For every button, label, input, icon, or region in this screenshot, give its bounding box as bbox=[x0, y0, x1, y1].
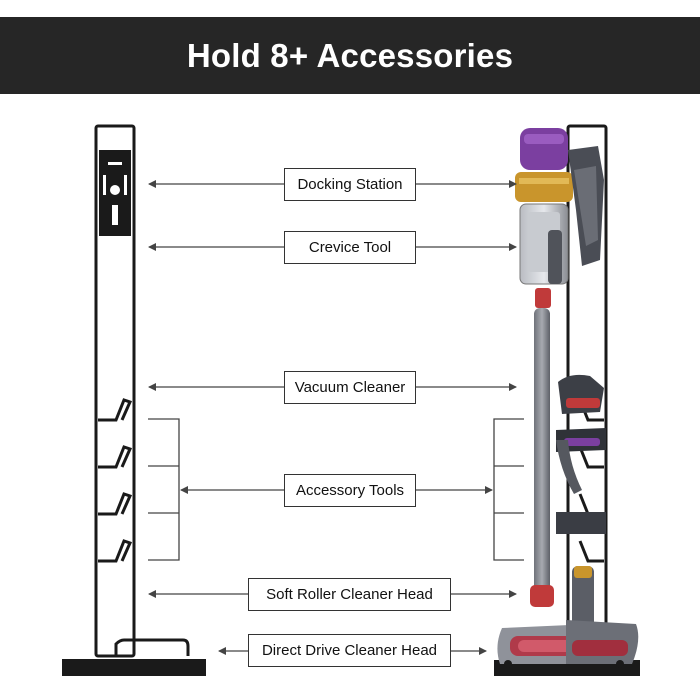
callout-soft-roller-cleaner-head: Soft Roller Cleaner Head bbox=[248, 578, 451, 611]
cleaner-heads bbox=[497, 620, 639, 668]
bracket-left bbox=[148, 418, 180, 561]
right-accessories bbox=[556, 374, 606, 630]
right-hook-3 bbox=[578, 493, 604, 516]
callout-crevice-tool: Crevice Tool bbox=[284, 231, 416, 264]
bracket-right bbox=[493, 418, 524, 561]
callout-label: Accessory Tools bbox=[295, 482, 405, 499]
base-handle bbox=[114, 638, 190, 656]
left-plate-cutouts bbox=[103, 162, 127, 225]
shaft-joint bbox=[530, 585, 554, 607]
callout-label: Soft Roller Cleaner Head bbox=[266, 586, 433, 603]
left-base-plate bbox=[62, 659, 206, 676]
callout-label: Docking Station bbox=[297, 176, 403, 193]
right-hook-2 bbox=[578, 446, 604, 469]
hook-1 bbox=[98, 398, 133, 422]
vacuum-body bbox=[515, 128, 604, 308]
hook-4 bbox=[98, 539, 133, 563]
vacuum-shaft bbox=[534, 308, 550, 598]
callout-arrows bbox=[148, 180, 524, 655]
header-banner: Hold 8+ Accessories bbox=[0, 17, 700, 94]
callout-label: Direct Drive Cleaner Head bbox=[261, 642, 438, 659]
callout-label: Vacuum Cleaner bbox=[294, 379, 406, 396]
callout-direct-drive-cleaner-head: Direct Drive Cleaner Head bbox=[248, 634, 451, 667]
right-hook-4 bbox=[578, 540, 604, 563]
hook-3 bbox=[98, 492, 133, 516]
callout-docking-station: Docking Station bbox=[284, 168, 416, 201]
page-title: Hold 8+ Accessories bbox=[186, 36, 514, 74]
callout-label: Crevice Tool bbox=[308, 239, 392, 256]
callout-accessory-tools: Accessory Tools bbox=[284, 474, 416, 507]
callout-vacuum-cleaner: Vacuum Cleaner bbox=[284, 371, 416, 404]
left-stand bbox=[94, 124, 190, 658]
hook-2 bbox=[98, 445, 133, 469]
